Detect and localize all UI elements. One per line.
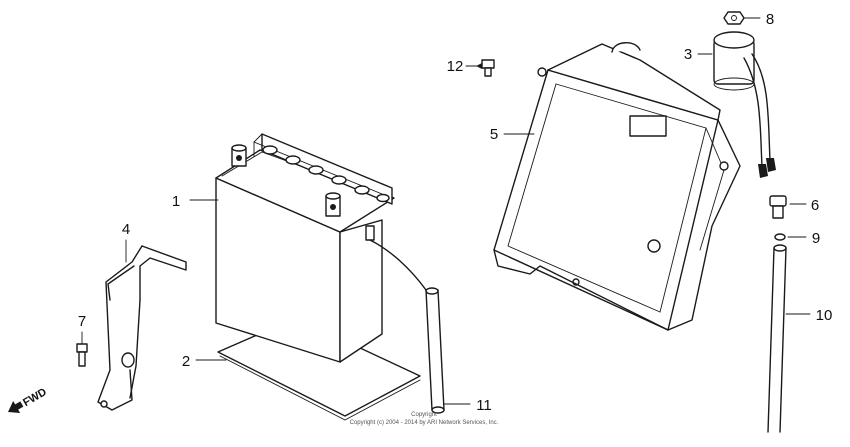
drain-cap[interactable] bbox=[769, 195, 787, 219]
leader-lines bbox=[81, 17, 811, 405]
callout-3: 3 bbox=[684, 46, 692, 63]
callout-5: 5 bbox=[490, 126, 498, 143]
callout-10: 10 bbox=[816, 307, 833, 324]
callout-8: 8 bbox=[766, 11, 774, 28]
forward-direction-indicator: FWD bbox=[8, 386, 49, 414]
callout-1: 1 bbox=[172, 193, 180, 210]
arrow-left-icon bbox=[8, 400, 24, 414]
nut[interactable] bbox=[723, 11, 745, 25]
screw[interactable] bbox=[481, 59, 495, 77]
battery-terminal-positive bbox=[325, 192, 341, 217]
fwd-label: FWD bbox=[21, 386, 49, 409]
battery-cell-caps bbox=[262, 145, 390, 203]
copyright-line-1: Copyright bbox=[411, 412, 437, 418]
tube-clip[interactable] bbox=[774, 233, 786, 241]
callout-2: 2 bbox=[182, 353, 190, 370]
drain-tube[interactable] bbox=[767, 244, 787, 433]
callout-11: 11 bbox=[476, 397, 492, 414]
battery-bracket[interactable] bbox=[97, 245, 187, 411]
callout-12: 12 bbox=[447, 58, 464, 75]
copyright-line-2: Copyright (c) 2004 - 2014 by ARI Network… bbox=[350, 420, 499, 426]
callout-labels: 1 2 3 4 5 6 7 8 9 10 11 12 bbox=[78, 11, 833, 414]
battery[interactable] bbox=[215, 133, 395, 363]
battery-box[interactable] bbox=[493, 42, 741, 331]
callout-7: 7 bbox=[78, 313, 86, 330]
copyright-notice: Copyright Copyright (c) 2004 - 2014 by A… bbox=[350, 412, 499, 426]
battery-vent-tube[interactable] bbox=[369, 239, 445, 414]
battery-terminal-negative bbox=[231, 144, 247, 167]
starter-relay[interactable] bbox=[713, 31, 776, 178]
bolt[interactable] bbox=[76, 343, 88, 367]
callout-9: 9 bbox=[812, 230, 820, 247]
callout-4: 4 bbox=[122, 221, 130, 238]
callout-6: 6 bbox=[811, 197, 819, 214]
